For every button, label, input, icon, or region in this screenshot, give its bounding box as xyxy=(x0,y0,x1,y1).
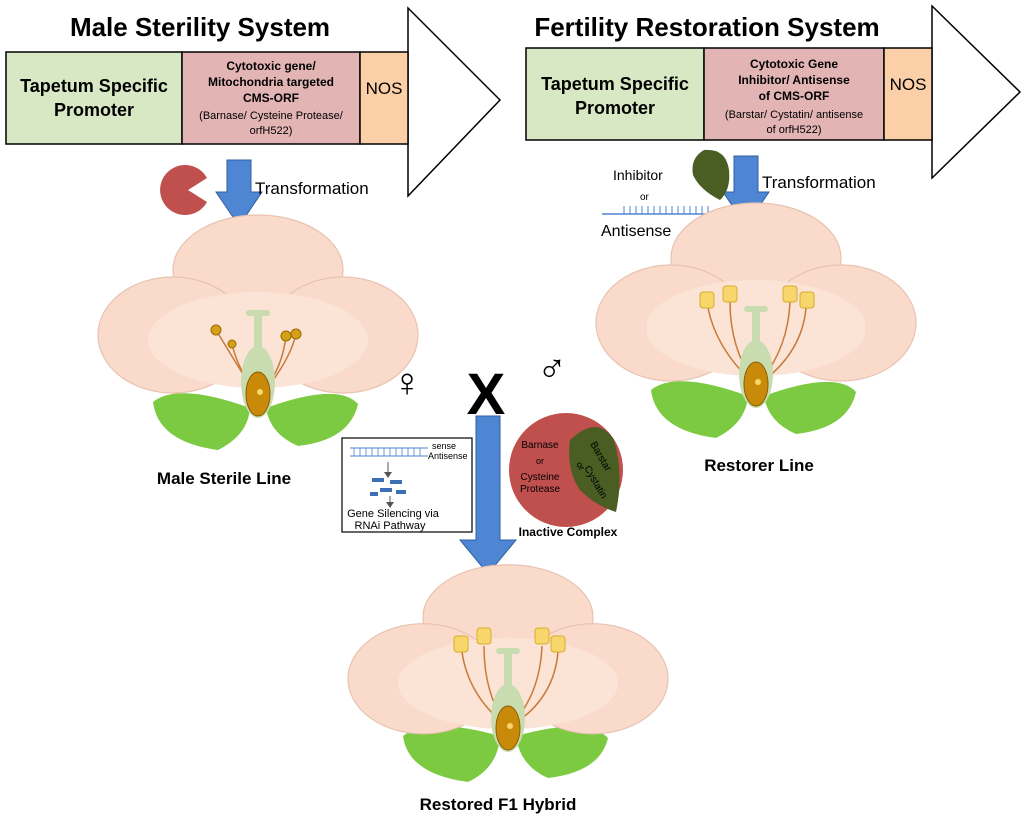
antisense-strand-icon xyxy=(602,206,720,215)
transformation-label-right: Transformation xyxy=(762,173,876,192)
rnai-box: sense Antisense Gene Silencing via RNAi … xyxy=(341,437,473,533)
rnai-antisense-label: Antisense xyxy=(428,451,468,461)
male-sterile-line-label: Male Sterile Line xyxy=(157,469,291,488)
promoter-box-right xyxy=(525,47,705,141)
nos-label-right: NOS xyxy=(890,75,927,94)
rnai-caption-line1: Gene Silencing via xyxy=(347,508,440,520)
inhibitor-or-label: or xyxy=(640,192,650,203)
leaf-left-f1 xyxy=(403,726,500,782)
male-sterile-flower xyxy=(97,214,419,450)
ovule-f1 xyxy=(507,723,513,729)
style-r xyxy=(752,310,760,346)
gene-label-line3: CMS-ORF xyxy=(243,91,299,105)
promoter-box xyxy=(5,51,183,145)
gene-label-line2: Mitochondria targeted xyxy=(208,75,334,89)
inhibitor-shape-icon xyxy=(692,149,730,200)
fertility-restoration-construct: Fertility Restoration System Tapetum Spe… xyxy=(525,4,1022,180)
construct-arrow-head-right xyxy=(931,4,1022,180)
male-symbol: ♂ xyxy=(537,347,567,391)
inhibitor-detail-line2: of orfH522) xyxy=(766,124,821,136)
inhibitor-gene-box xyxy=(703,47,885,141)
f1-hybrid-flower xyxy=(347,564,669,782)
inhibitor-label: Inhibitor xyxy=(613,167,663,183)
transformation-label-left: Transformation xyxy=(255,179,369,198)
restorer-line-label: Restorer Line xyxy=(704,456,814,475)
rnai-caption-line2: RNAi Pathway xyxy=(355,520,426,532)
cross-arrow xyxy=(458,415,518,575)
leaf-right xyxy=(266,393,358,446)
barstar-protein-icon xyxy=(569,427,620,512)
stigma xyxy=(246,310,270,316)
gene-detail-line2: orfH522) xyxy=(250,125,293,137)
inhibitor-gene-line3: of CMS-ORF xyxy=(759,89,830,103)
antisense-label: Antisense xyxy=(601,223,671,240)
nos-label: NOS xyxy=(366,79,403,98)
construct-arrow-head xyxy=(407,6,502,198)
rnai-fragments-icon xyxy=(370,478,406,496)
restorer-flower xyxy=(595,202,917,438)
ovule xyxy=(257,389,263,395)
style xyxy=(254,314,262,354)
leaf-left-r xyxy=(651,381,748,438)
inhibitor-gene-line2: Inhibitor/ Antisense xyxy=(738,73,850,87)
male-sterility-title: Male Sterility System xyxy=(70,12,330,42)
promoter-label-line2: Promoter xyxy=(54,100,134,120)
female-symbol: ♀ xyxy=(392,361,422,405)
promoter-right-line2: Promoter xyxy=(575,98,655,118)
ovule-r xyxy=(755,379,761,385)
restored-anthers xyxy=(453,627,566,653)
style-f1 xyxy=(504,652,512,688)
complex-left-line2: or xyxy=(536,456,544,466)
leaf-right-r xyxy=(764,381,856,434)
nos-box-right xyxy=(883,47,933,141)
inactive-complex-label: Inactive Complex xyxy=(519,525,618,539)
complex-left-line4: Protease xyxy=(520,484,560,495)
f1-hybrid-label: Restored F1 Hybrid xyxy=(420,795,577,814)
complex-right-or: or xyxy=(574,460,587,472)
healthy-anthers xyxy=(699,285,815,309)
nos-box xyxy=(359,51,409,145)
stigma-f1 xyxy=(496,648,520,654)
withered-anthers xyxy=(210,324,302,349)
complex-left-line1: Barnase xyxy=(521,440,559,451)
stigma-r xyxy=(744,306,768,312)
male-sterility-construct: Male Sterility System Tapetum Specific P… xyxy=(5,6,502,198)
gene-label-line1: Cytotoxic gene/ xyxy=(226,59,316,73)
fertility-restoration-title: Fertility Restoration System xyxy=(534,12,879,42)
inhibitor-detail-line1: (Barstar/ Cystatin/ antisense xyxy=(725,109,863,121)
transformation-arrow-left xyxy=(215,159,263,227)
cytotoxic-gene-box xyxy=(181,51,361,145)
promoter-right-line1: Tapetum Specific xyxy=(541,74,689,94)
complex-left-line3: Cysteine xyxy=(521,472,560,483)
leaf-right-f1 xyxy=(516,726,608,778)
rnai-sense-label: sense xyxy=(432,441,456,451)
inactive-complex: Barnase or Cysteine Protease Barstar or … xyxy=(509,413,623,539)
leaf-left xyxy=(153,393,250,450)
promoter-label-line1: Tapetum Specific xyxy=(20,76,168,96)
pacman-icon xyxy=(160,165,207,216)
inhibitor-gene-line1: Cytotoxic Gene xyxy=(750,57,838,71)
gene-detail-line1: (Barnase/ Cysteine Protease/ xyxy=(199,110,344,122)
